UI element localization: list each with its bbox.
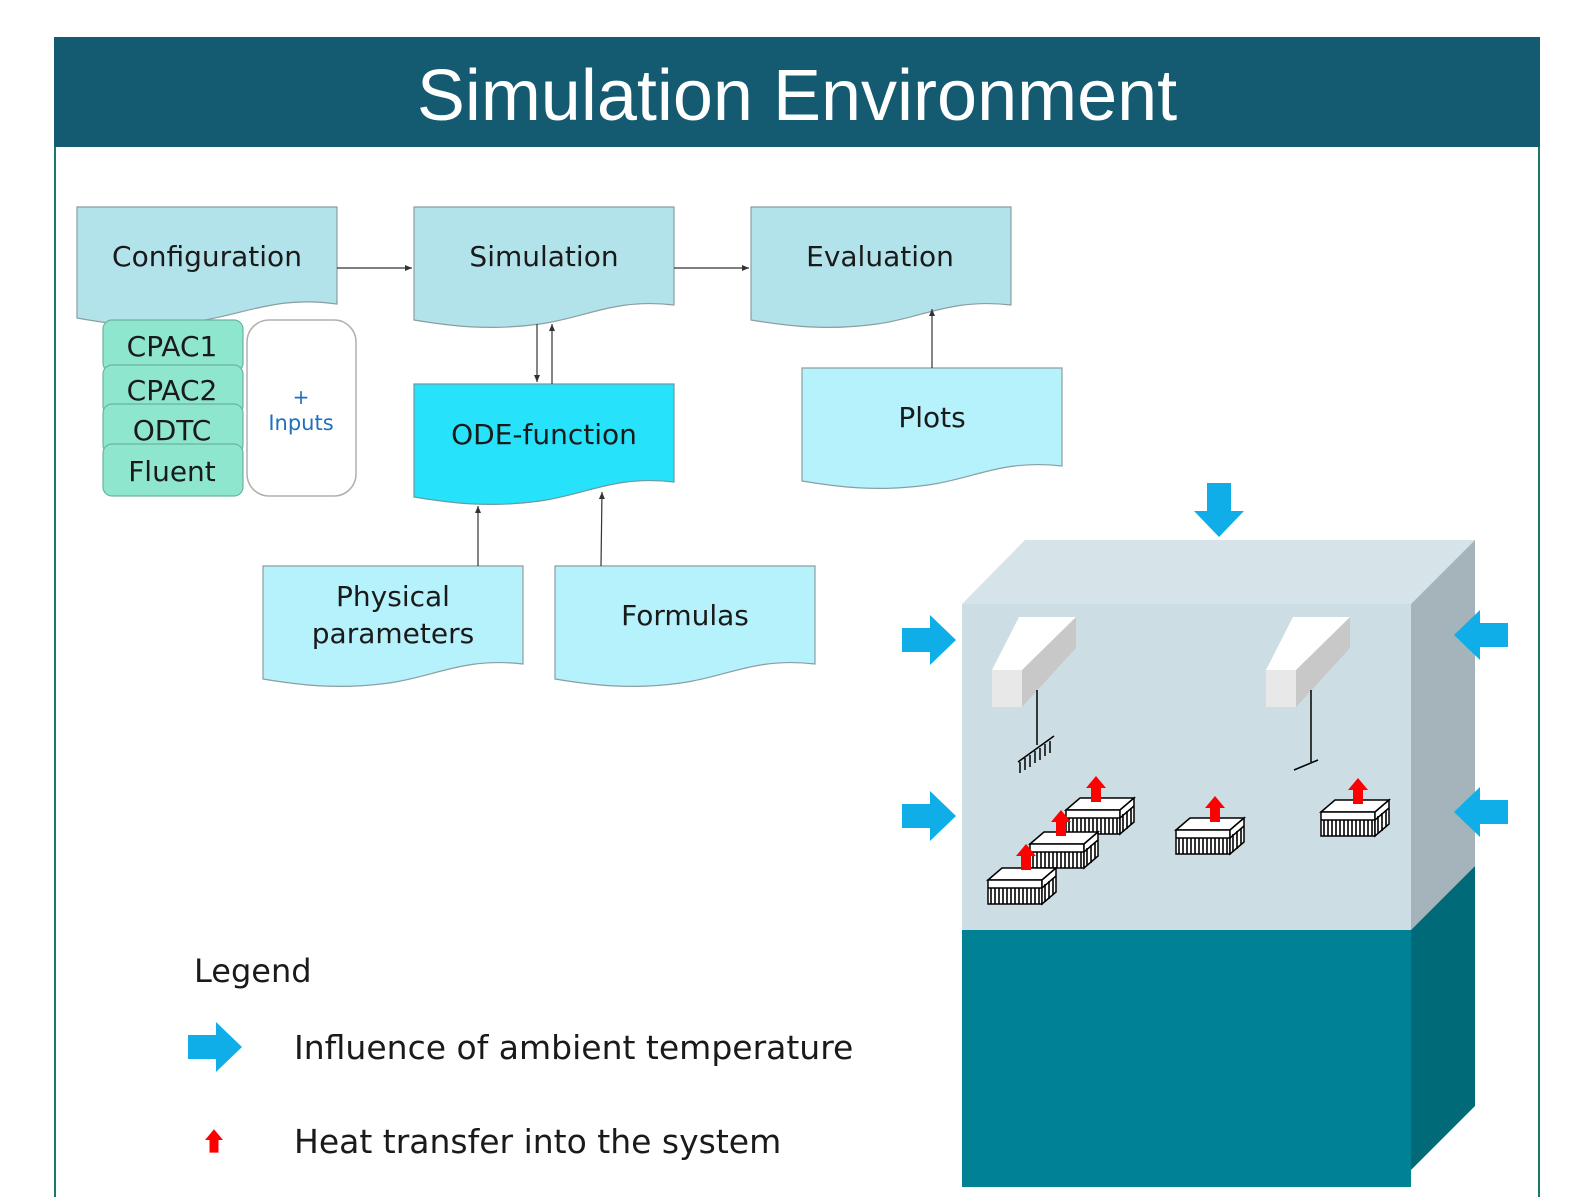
ode-function-doc: ODE-function: [413, 383, 675, 506]
legend-title: Legend: [194, 952, 312, 990]
fan-duct-icon: [992, 617, 1076, 707]
config-item-fluent: Fluent: [128, 455, 216, 488]
heatsink-icon: [987, 867, 1057, 905]
simulation-label: Simulation: [469, 240, 618, 273]
connectors: [337, 265, 935, 567]
simulation-doc: Simulation: [413, 206, 675, 329]
config-item-cpac2: CPAC2: [127, 374, 218, 407]
legend-heat-label: Heat transfer into the system: [294, 1122, 782, 1161]
fan-duct-icon: [1266, 617, 1350, 707]
ground-symbol-icon: [1293, 690, 1319, 771]
config-item-fluent-box: [102, 443, 244, 497]
evaluation-label: Evaluation: [806, 240, 954, 273]
heatsink-icon: [1320, 799, 1390, 837]
heatsink-icon: [1175, 817, 1245, 855]
physical-parameters-label-1: Physical: [336, 580, 450, 613]
plots-doc: Plots: [801, 367, 1063, 490]
ode-function-label: ODE-function: [451, 418, 637, 451]
config-items: CPAC1 CPAC2 ODTC Fluent: [102, 319, 244, 497]
evaluation-doc: Evaluation: [750, 206, 1012, 329]
inputs-label: Inputs: [268, 411, 333, 435]
heatsink-icon: [1029, 831, 1099, 869]
legend-ambient-label: Influence of ambient temperature: [294, 1028, 854, 1067]
page-title: Simulation Environment: [416, 56, 1178, 136]
physical-parameters-doc: Physical parameters: [262, 565, 524, 688]
inputs-box: + Inputs: [246, 319, 357, 497]
ground-symbol-icon: [1017, 690, 1055, 773]
ambient-arrow-icon: [1194, 483, 1244, 537]
formulas-label: Formulas: [621, 599, 749, 632]
configuration-label: Configuration: [112, 240, 302, 273]
title-bar: Simulation Environment: [54, 37, 1540, 147]
formulas-to-ode-arrow: [598, 491, 605, 567]
physical-parameters-label-2: parameters: [312, 617, 474, 650]
configuration-doc: Configuration: [76, 206, 338, 326]
ambient-arrow-icon: [902, 791, 956, 841]
legend-heat-arrow-icon: [205, 1129, 223, 1153]
inputs-plus: +: [293, 385, 310, 409]
plots-label: Plots: [898, 401, 965, 434]
config-item-odtc: ODTC: [133, 414, 212, 447]
config-item-cpac1: CPAC1: [127, 330, 218, 363]
heatsink-icon: [1065, 797, 1135, 835]
formulas-doc: Formulas: [554, 565, 816, 688]
legend-ambient-arrow-icon: [188, 1022, 242, 1072]
cabinet-illustration: [902, 483, 1508, 1187]
ambient-arrow-icon: [902, 615, 956, 665]
